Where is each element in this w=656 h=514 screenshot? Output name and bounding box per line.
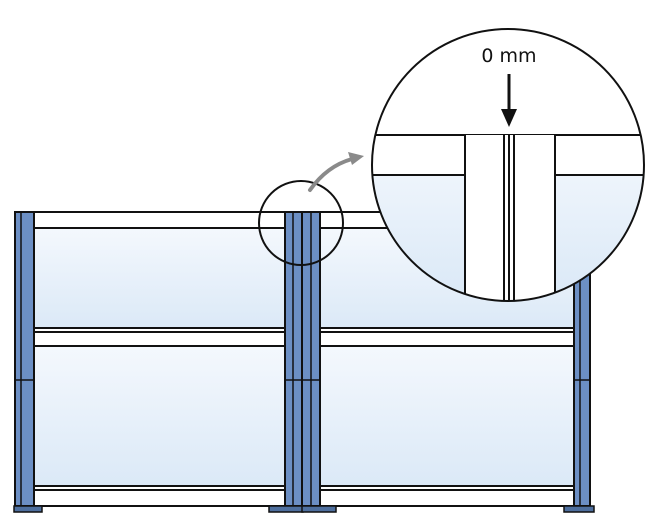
glass-panel-left-top [34, 228, 285, 328]
glass-panel-left-bottom [34, 346, 285, 486]
glass-panel-right-bottom [320, 346, 574, 486]
partition-wall [13, 211, 595, 513]
magnified-detail [371, 28, 645, 302]
post-left [14, 211, 35, 507]
post-feet [13, 505, 595, 513]
magnifier-circle [371, 28, 645, 302]
post-center [284, 211, 321, 507]
down-arrow-icon [501, 74, 517, 127]
detail-highlight-circle [258, 180, 344, 266]
gap-label: 0 mm [481, 45, 536, 67]
curved-arrow-icon [308, 152, 364, 192]
bottom-rail [33, 485, 575, 507]
